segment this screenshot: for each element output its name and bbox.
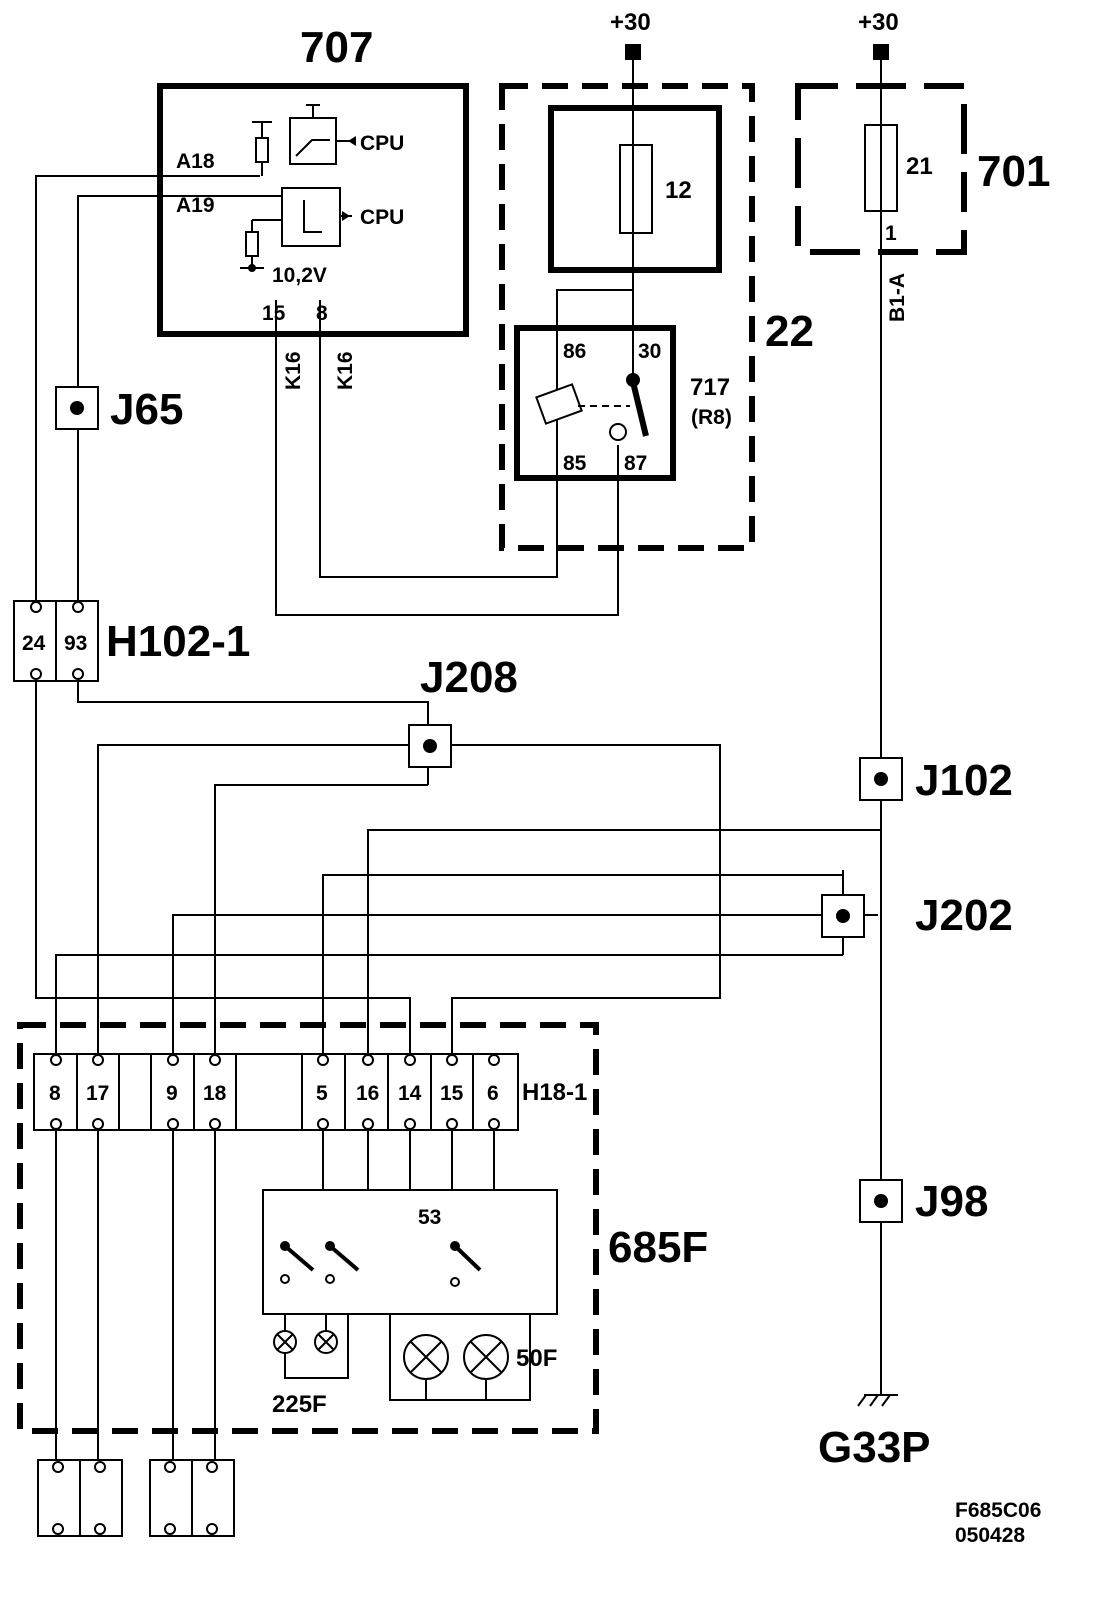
label-fuse-box-701: 701 xyxy=(977,147,1050,196)
label-switch-53: 53 xyxy=(418,1206,441,1229)
splice-j65[interactable] xyxy=(55,386,99,430)
label-h18-pin-17: 17 xyxy=(86,1082,109,1105)
label-ground-g33p: G33P xyxy=(818,1423,931,1472)
label-supply-right: +30 xyxy=(858,9,899,36)
lamp-225f-a xyxy=(273,1330,297,1354)
label-relay-pin-87: 87 xyxy=(624,452,647,475)
switch-contacts xyxy=(280,1241,482,1287)
lamp-50f-a xyxy=(403,1334,449,1380)
relay-box-22-dashed xyxy=(499,83,755,551)
label-wire-k16-a: K16 xyxy=(282,351,305,390)
label-fuse-pin-1: 1 xyxy=(885,222,897,245)
label-relay-pin-30: 30 xyxy=(638,340,661,363)
splice-j98[interactable] xyxy=(859,1179,903,1223)
label-h18-pin-5: 5 xyxy=(316,1082,328,1105)
label-wire-k16-b: K16 xyxy=(334,351,357,390)
ecu-internal xyxy=(245,104,352,266)
doc-ref-line2: 050428 xyxy=(955,1524,1025,1547)
fuse-12-box xyxy=(548,105,722,273)
wires xyxy=(35,60,882,1465)
label-fuse-12: 12 xyxy=(665,177,692,204)
ecu-707-box xyxy=(157,83,469,337)
fuse-12-symbol xyxy=(619,144,653,234)
bottom-connector-right[interactable] xyxy=(149,1459,235,1537)
label-voltage: 10,2V xyxy=(272,264,327,287)
lamp-50f-b xyxy=(463,1334,509,1380)
label-lamps-225f: 225F xyxy=(272,1391,327,1418)
connector-h102-1[interactable] xyxy=(13,600,99,682)
label-a18: A18 xyxy=(176,150,215,173)
module-685f-dashed xyxy=(17,1022,599,1434)
splice-j202[interactable] xyxy=(821,894,865,938)
label-j208: J208 xyxy=(420,653,518,702)
label-h18-pin-6: 6 xyxy=(487,1082,499,1105)
label-lamps-50f: 50F xyxy=(516,1345,557,1372)
splice-j102[interactable] xyxy=(859,757,903,801)
label-j202: J202 xyxy=(915,891,1013,940)
relay-coil xyxy=(535,383,583,425)
label-cpu-1: CPU xyxy=(360,132,404,155)
doc-ref-line1: F685C06 xyxy=(955,1499,1041,1522)
label-relay-r8: (R8) xyxy=(691,406,732,429)
label-h102-pin-24: 24 xyxy=(22,632,46,655)
relay-717-box xyxy=(514,325,676,481)
label-supply-left: +30 xyxy=(610,9,651,36)
label-h18-1: H18-1 xyxy=(522,1079,587,1106)
label-685f: 685F xyxy=(608,1223,708,1272)
splice-j208[interactable] xyxy=(408,724,452,768)
label-cpu-2: CPU xyxy=(360,206,404,229)
label-j98: J98 xyxy=(915,1177,988,1226)
supply-right-terminal xyxy=(873,44,889,60)
label-h18-pin-18: 18 xyxy=(203,1082,227,1105)
switch-53-box xyxy=(262,1189,558,1315)
label-relay-box-22: 22 xyxy=(765,307,814,356)
label-j65: J65 xyxy=(110,385,183,434)
label-relay-717: 717 xyxy=(690,374,730,401)
label-h18-pin-15: 15 xyxy=(440,1082,464,1105)
lamp-225f-b xyxy=(314,1330,338,1354)
label-wire-b1a: B1-A xyxy=(886,273,909,322)
ground-symbol xyxy=(857,1394,898,1407)
supply-left-terminal xyxy=(625,44,641,60)
bottom-connector-left[interactable] xyxy=(37,1459,123,1537)
label-ecu-707: 707 xyxy=(300,23,373,72)
h18-pin-circles xyxy=(50,1054,500,1130)
label-h18-pin-9: 9 xyxy=(166,1082,178,1105)
label-h102-1: H102-1 xyxy=(106,617,250,666)
label-fuse-21: 21 xyxy=(906,153,933,180)
label-pin-8: 8 xyxy=(316,302,328,325)
label-pin-15: 15 xyxy=(262,302,286,325)
label-h18-pin-14: 14 xyxy=(398,1082,422,1105)
label-relay-pin-86: 86 xyxy=(563,340,586,363)
label-relay-pin-85: 85 xyxy=(563,452,587,475)
connector-h18-1[interactable] xyxy=(33,1053,519,1131)
label-h18-pin-8: 8 xyxy=(49,1082,61,1105)
label-j102: J102 xyxy=(915,756,1013,805)
label-h102-pin-93: 93 xyxy=(64,632,87,655)
label-h18-pin-16: 16 xyxy=(356,1082,379,1105)
label-a19: A19 xyxy=(176,194,215,217)
